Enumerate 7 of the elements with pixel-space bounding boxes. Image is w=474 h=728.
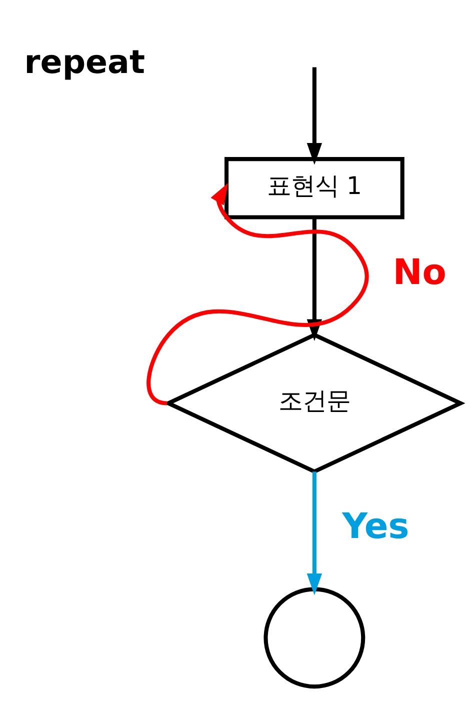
label: repeat [24,42,145,81]
edge-label: No [392,252,446,293]
node-circle [264,587,366,689]
edge-label: Yes [342,506,410,548]
arrow [306,67,322,165]
node-box: 표현식 1 [224,157,404,220]
arrow [306,472,322,596]
